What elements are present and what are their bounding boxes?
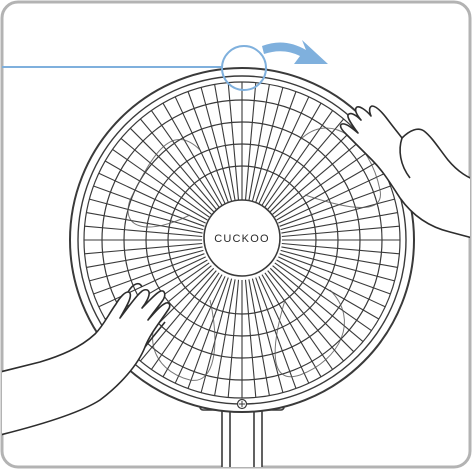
screw-icon <box>238 400 247 409</box>
brand-logo: CUCKOO <box>214 233 269 245</box>
fan-hub: CUCKOO <box>204 200 280 276</box>
